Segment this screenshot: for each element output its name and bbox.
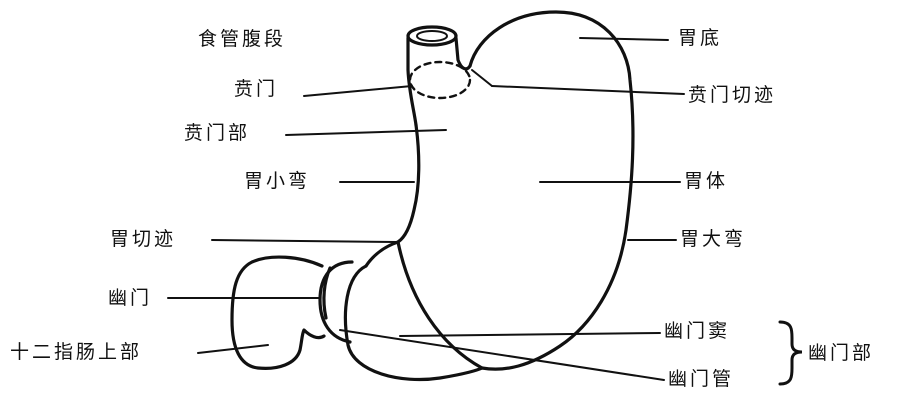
- label-pyloric-antrum: 幽门窦: [664, 320, 731, 342]
- label-cardiac-incisure: 贲门切迹: [688, 84, 777, 106]
- label-angular-incisure: 胃切迹: [110, 228, 177, 250]
- pyloric-canal-outline: [343, 264, 484, 382]
- label-greater-curvature: 胃大弯: [680, 228, 747, 250]
- label-pylorus: 幽门: [108, 287, 153, 309]
- esophagus-right-wall: [454, 36, 472, 71]
- leader-cardiac-incisure: [471, 69, 493, 87]
- stomach-greater-curvature: [468, 10, 635, 371]
- pyloric-part-brace: [778, 320, 803, 386]
- label-duodenum-superior: 十二指肠上部: [10, 341, 143, 363]
- label-esophagus-abdominal: 食管腹段: [198, 28, 287, 50]
- esophagus-opening: [406, 25, 458, 47]
- label-pyloric-part: 幽门部: [808, 342, 875, 364]
- label-cardia: 贲门: [234, 78, 279, 100]
- leader-duodenum: [197, 344, 269, 354]
- stomach-lesser-curvature: [396, 123, 421, 244]
- leader-pyloric-canal: [339, 329, 665, 381]
- leader-cardiac-part: [285, 129, 447, 136]
- label-lesser-curvature: 胃小弯: [244, 170, 311, 192]
- pylorus-inner-line: [322, 266, 332, 320]
- angular-incisure-line: [364, 240, 400, 268]
- antrum-inner-line: [396, 240, 484, 370]
- esophagus-left-wall: [406, 36, 418, 127]
- cardia-dashed-ring: [408, 60, 472, 100]
- leader-cardiac-incisure-2: [491, 85, 685, 95]
- pylorus-outline: [318, 260, 354, 344]
- duodenum-outline: [230, 255, 326, 370]
- label-body: 胃体: [684, 170, 729, 192]
- leader-fundus: [579, 37, 669, 41]
- leader-angular-incisure: [211, 239, 399, 243]
- leader-pyloric-antrum: [399, 332, 661, 337]
- esophagus-inner-rim: [416, 30, 448, 42]
- leader-cardia: [303, 85, 413, 97]
- label-pyloric-canal: 幽门管: [668, 368, 735, 390]
- label-cardiac-part: 贲门部: [184, 122, 251, 144]
- label-fundus: 胃底: [678, 27, 723, 49]
